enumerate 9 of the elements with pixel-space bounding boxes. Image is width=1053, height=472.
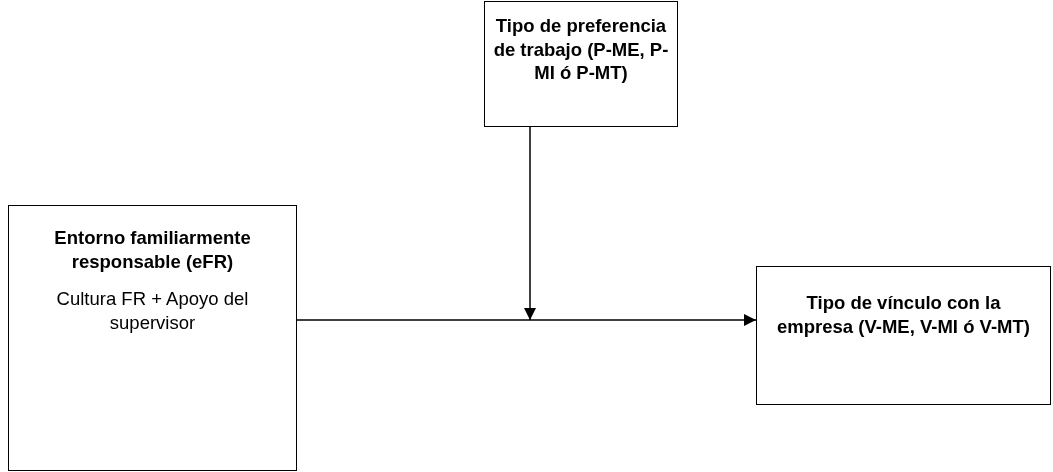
box-heading: Entorno familiarmente responsable (eFR) xyxy=(53,226,252,274)
box-description: Cultura FR + Apoyo del supervisor xyxy=(55,287,250,335)
box-heading: Tipo de vínculo con la empresa (V-ME, V-MI ó V-MT) xyxy=(776,291,1031,339)
concept-box xyxy=(8,205,297,471)
box-heading: Tipo de preferencia de trabajo (P-ME, P-MI ó P-MT) xyxy=(492,14,670,85)
arrow xyxy=(524,126,536,321)
concept-box xyxy=(484,1,678,127)
arrow xyxy=(296,314,757,326)
concept-box xyxy=(756,266,1051,405)
